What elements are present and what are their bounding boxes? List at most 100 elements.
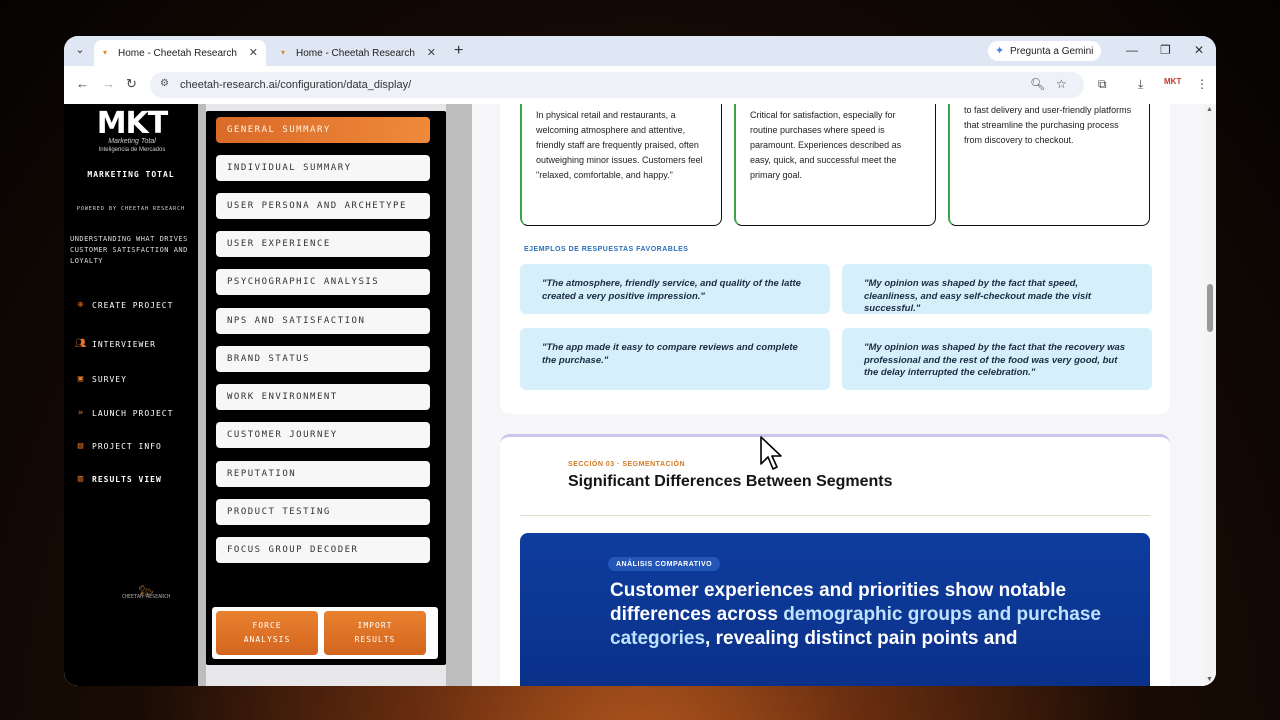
comparative-analysis-box: ANÁLISIS COMPARATIVO Customer experience… <box>520 533 1150 686</box>
nav-label: SURVEY <box>92 374 127 384</box>
menu-item-user-persona-and-archetype[interactable]: USER PERSONA AND ARCHETYPE <box>216 193 430 219</box>
driver-card-retail: In physical retail and restaurants, a we… <box>520 104 722 226</box>
summary-text-b: , revealing distinct pain points and <box>705 628 1018 649</box>
page-scrollbar[interactable]: ▲ ▼ <box>1204 104 1216 686</box>
menu-item-reputation[interactable]: REPUTATION <box>216 461 430 487</box>
quote-text: "My opinion was shaped by the fact that … <box>864 342 1126 378</box>
tagline: UNDERSTANDING WHAT DRIVES CUSTOMER SATIS… <box>70 235 188 265</box>
menu-item-customer-journey[interactable]: CUSTOMER JOURNEY <box>216 422 430 448</box>
nav-label: INTERVIEWER <box>92 339 156 349</box>
comparative-summary: Customer experiences and priorities show… <box>610 579 1130 651</box>
scroll-up-icon[interactable]: ▲ <box>1206 106 1213 113</box>
quote-text: "My opinion was shaped by the fact that … <box>864 278 1092 314</box>
nav-label: CREATE PROJECT <box>92 300 174 310</box>
reload-icon[interactable]: ↻ <box>126 76 137 91</box>
menu-item-psychographic-analysis[interactable]: PSYCHOGRAPHIC ANALYSIS <box>216 269 430 295</box>
divider <box>198 104 206 686</box>
quote-card: "The app made it easy to compare reviews… <box>520 328 830 390</box>
nav-label: LAUNCH PROJECT <box>92 408 174 418</box>
quote-card: "My opinion was shaped by the fact that … <box>842 328 1152 390</box>
forward-icon[interactable]: → <box>102 76 115 91</box>
tab-home-1[interactable]: ▾ Home - Cheetah Research ✕ <box>94 40 266 66</box>
cheetah-research-logo: 🐆︎ CHEETAH RESEARCH <box>122 585 171 600</box>
quote-text: "The atmosphere, friendly service, and q… <box>542 278 801 302</box>
close-window-icon[interactable]: ✕ <box>1194 43 1205 57</box>
close-icon[interactable]: ✕ <box>248 47 258 59</box>
force-analysis-button[interactable]: FORCE ANALYSIS <box>216 611 318 655</box>
menu-item-product-testing[interactable]: PRODUCT TESTING <box>216 499 430 525</box>
gemini-button[interactable]: ✦ Pregunta a Gemini <box>988 41 1102 61</box>
import-results-label: IMPORT RESULTS <box>354 621 396 644</box>
tab-strip: ⌄ ▾ Home - Cheetah Research ✕ ▾ Home - C… <box>64 36 1216 66</box>
close-icon[interactable]: ✕ <box>426 47 436 59</box>
menu-item-individual-summary[interactable]: INDIVIDUAL SUMMARY <box>216 155 430 181</box>
plus-circle-icon: ⊕ <box>77 300 85 310</box>
sparkle-icon: ✦ <box>995 45 1005 57</box>
powered-by: POWERED BY CHEETAH RESEARCH <box>76 206 186 212</box>
nav-create-project[interactable]: ⊕ CREATE PROJECT <box>74 298 173 312</box>
nav-results-view[interactable]: ▥ RESULTS VIEW <box>74 472 162 486</box>
summary-text-a: Customer experiences and priorities show… <box>610 580 1067 625</box>
driver-card-digital: In the digital space, satisfaction trans… <box>948 104 1150 226</box>
menu-item-focus-group-decoder[interactable]: FOCUS GROUP DECODER <box>216 537 430 563</box>
tab-title: Home - Cheetah Research <box>118 47 237 59</box>
results-content: In physical retail and restaurants, a we… <box>472 104 1204 686</box>
cheetah-favicon-icon: ▾ <box>281 48 286 57</box>
nav-label: PROJECT INFO <box>92 441 162 451</box>
logo-line1: Marketing Total <box>108 138 156 145</box>
more-menu-icon[interactable]: ⋮ <box>1196 77 1208 91</box>
nav-launch-project[interactable]: » LAUNCH PROJECT <box>74 406 173 420</box>
cheetah-favicon-icon: ▾ <box>103 48 108 57</box>
address-bar[interactable]: ⚙ cheetah-research.ai/configuration/data… <box>150 72 1084 98</box>
examples-label: EJEMPLOS DE RESPUESTAS FAVORABLES <box>524 246 689 253</box>
import-results-button[interactable]: IMPORT RESULTS <box>324 611 426 655</box>
driver-text: In the digital space, satisfaction trans… <box>964 105 1132 145</box>
clipboard-icon: ▣ <box>77 374 85 384</box>
left-sidebar: MKT Marketing Total Inteligencia de Merc… <box>64 104 198 686</box>
menu-item-work-environment[interactable]: WORK ENVIRONMENT <box>216 384 430 410</box>
zoom-icon[interactable]: 🔍︎ <box>1030 77 1046 91</box>
scroll-down-icon[interactable]: ▼ <box>1206 676 1213 683</box>
segmentation-section: SECCIÓN 03 · SEGMENTACIÓN Significant Di… <box>500 434 1170 686</box>
profile-badge[interactable]: MKT <box>1164 77 1182 86</box>
browser-toolbar: ← → ↻ ⚙ cheetah-research.ai/configuratio… <box>64 66 1216 104</box>
menu-item-brand-status[interactable]: BRAND STATUS <box>216 346 430 372</box>
mkt-logo: MKT Marketing Total Inteligencia de Merc… <box>82 106 182 154</box>
document-icon: ▤ <box>77 441 85 451</box>
new-tab-icon[interactable]: + <box>454 42 464 59</box>
driver-text: In physical retail and restaurants, a we… <box>536 110 703 180</box>
section-divider <box>520 515 1150 516</box>
divider <box>446 104 472 686</box>
action-box: FORCE ANALYSIS IMPORT RESULTS <box>212 607 438 659</box>
summary-highlight: demographic groups and purchase categori… <box>610 604 1101 649</box>
mouse-cursor-icon <box>760 436 782 470</box>
url-text[interactable]: cheetah-research.ai/configuration/data_d… <box>180 79 412 91</box>
nav-project-info[interactable]: ▤ PROJECT INFO <box>74 439 162 453</box>
menu-item-user-experience[interactable]: USER EXPERIENCE <box>216 231 430 257</box>
quote-card: "The atmosphere, friendly service, and q… <box>520 264 830 314</box>
section-title: Significant Differences Between Segments <box>568 473 893 490</box>
tab-search-icon[interactable]: ⌄ <box>75 44 85 56</box>
download-icon[interactable]: ⤓ <box>1138 77 1144 91</box>
tab-home-2[interactable]: ▾ Home - Cheetah Research ✕ <box>272 40 444 66</box>
satisfaction-drivers-card: In physical retail and restaurants, a we… <box>500 104 1170 414</box>
maximize-icon[interactable]: ❐ <box>1160 43 1171 57</box>
quote-text: "The app made it easy to compare reviews… <box>542 342 798 366</box>
extensions-icon[interactable]: ⧉ <box>1098 77 1107 91</box>
comparative-badge: ANÁLISIS COMPARATIVO <box>608 557 721 571</box>
footer-logo-text: CHEETAH RESEARCH <box>122 594 171 600</box>
nav-interviewer[interactable]: 👥︎ INTERVIEWER <box>74 337 156 351</box>
menu-item-general-summary[interactable]: GENERAL SUMMARY <box>216 117 430 143</box>
force-analysis-label: FORCE ANALYSIS <box>243 621 291 644</box>
nav-survey[interactable]: ▣ SURVEY <box>74 372 127 386</box>
scroll-thumb[interactable] <box>1207 284 1213 332</box>
logo-line2: Inteligencia de Mercados <box>98 147 166 153</box>
logo-mark: MKT <box>96 106 169 141</box>
bookmark-star-icon[interactable]: ☆ <box>1056 77 1067 91</box>
users-icon: 👥︎ <box>74 339 88 349</box>
driver-card-speed: Critical for satisfaction, especially fo… <box>734 104 936 226</box>
menu-item-nps-and-satisfaction[interactable]: NPS AND SATISFACTION <box>216 308 430 334</box>
site-info-icon[interactable]: ⚙ <box>160 78 169 89</box>
back-icon[interactable]: ← <box>76 76 89 91</box>
minimize-icon[interactable]: — <box>1126 43 1138 57</box>
